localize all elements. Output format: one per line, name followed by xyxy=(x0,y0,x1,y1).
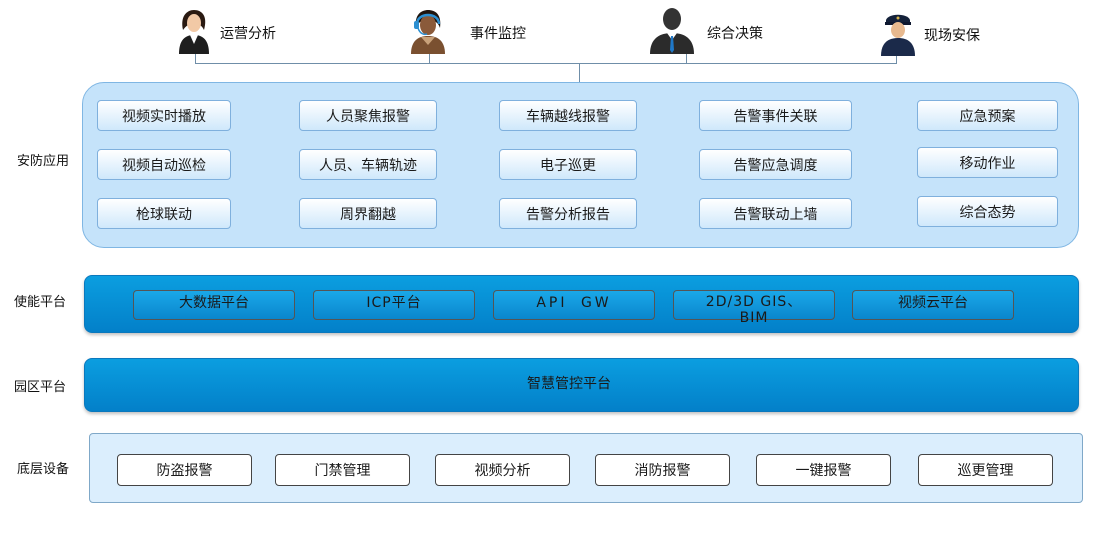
park-platform-layer xyxy=(84,358,1079,412)
role-event-monitor: 事件监控 xyxy=(408,8,538,54)
smart-control-platform-label: 智慧管控平台 xyxy=(527,376,611,392)
app-box[interactable]: 移动作业 xyxy=(917,147,1058,178)
app-box[interactable]: 告警分析报告 xyxy=(499,198,637,229)
app-box[interactable]: 电子巡更 xyxy=(499,149,637,180)
app-box[interactable]: 综合态势 xyxy=(917,196,1058,227)
device-box[interactable]: 消防报警 xyxy=(595,454,730,486)
row-label-park: 园区平台 xyxy=(14,380,67,395)
role-label: 综合决策 xyxy=(707,26,763,42)
platform-box[interactable]: ICP平台 xyxy=(313,290,475,320)
app-box[interactable]: 视频自动巡检 xyxy=(97,149,231,180)
platform-box[interactable]: 2D/3D GIS、BIM xyxy=(673,290,835,326)
app-box[interactable]: 人员聚焦报警 xyxy=(299,100,437,131)
connector-line xyxy=(195,63,897,64)
app-box[interactable]: 告警应急调度 xyxy=(699,149,852,180)
row-label-app: 安防应用 xyxy=(17,154,70,169)
app-box[interactable]: 告警联动上墙 xyxy=(699,198,852,229)
app-box[interactable]: 视频实时播放 xyxy=(97,100,231,131)
businesswoman-icon xyxy=(179,10,209,54)
app-box[interactable]: 人员、车辆轨迹 xyxy=(299,149,437,180)
connector-line xyxy=(686,52,687,64)
app-box[interactable]: 告警事件关联 xyxy=(699,100,852,131)
role-label: 现场安保 xyxy=(924,28,980,44)
app-box[interactable]: 枪球联动 xyxy=(97,198,231,229)
device-box[interactable]: 巡更管理 xyxy=(918,454,1053,486)
app-box[interactable]: 周界翻越 xyxy=(299,198,437,229)
executive-icon xyxy=(650,8,694,54)
base-device-layer xyxy=(89,433,1083,503)
role-label: 事件监控 xyxy=(470,26,526,42)
device-box[interactable]: 视频分析 xyxy=(435,454,570,486)
platform-box[interactable]: 大数据平台 xyxy=(133,290,295,320)
role-ops-analysis: 运营分析 xyxy=(176,8,296,54)
row-label-enable: 使能平台 xyxy=(14,295,67,310)
app-box[interactable]: 应急预案 xyxy=(917,100,1058,131)
role-comprehensive-decision: 综合决策 xyxy=(648,6,778,54)
row-label-base: 底层设备 xyxy=(17,462,70,477)
app-box[interactable]: 车辆越线报警 xyxy=(499,100,637,131)
device-box[interactable]: 一键报警 xyxy=(756,454,891,486)
security-guard-icon xyxy=(881,14,915,56)
connector-line xyxy=(195,52,196,64)
role-label: 运营分析 xyxy=(220,26,276,42)
device-box[interactable]: 防盗报警 xyxy=(117,454,252,486)
connector-line xyxy=(896,52,897,64)
platform-box[interactable]: API GW xyxy=(493,290,655,320)
role-onsite-security: 现场安保 xyxy=(878,10,998,56)
device-box[interactable]: 门禁管理 xyxy=(275,454,410,486)
headset-operator-icon xyxy=(411,10,445,54)
platform-box[interactable]: 视频云平台 xyxy=(852,290,1014,320)
connector-line xyxy=(429,52,430,64)
connector-line xyxy=(579,63,580,83)
